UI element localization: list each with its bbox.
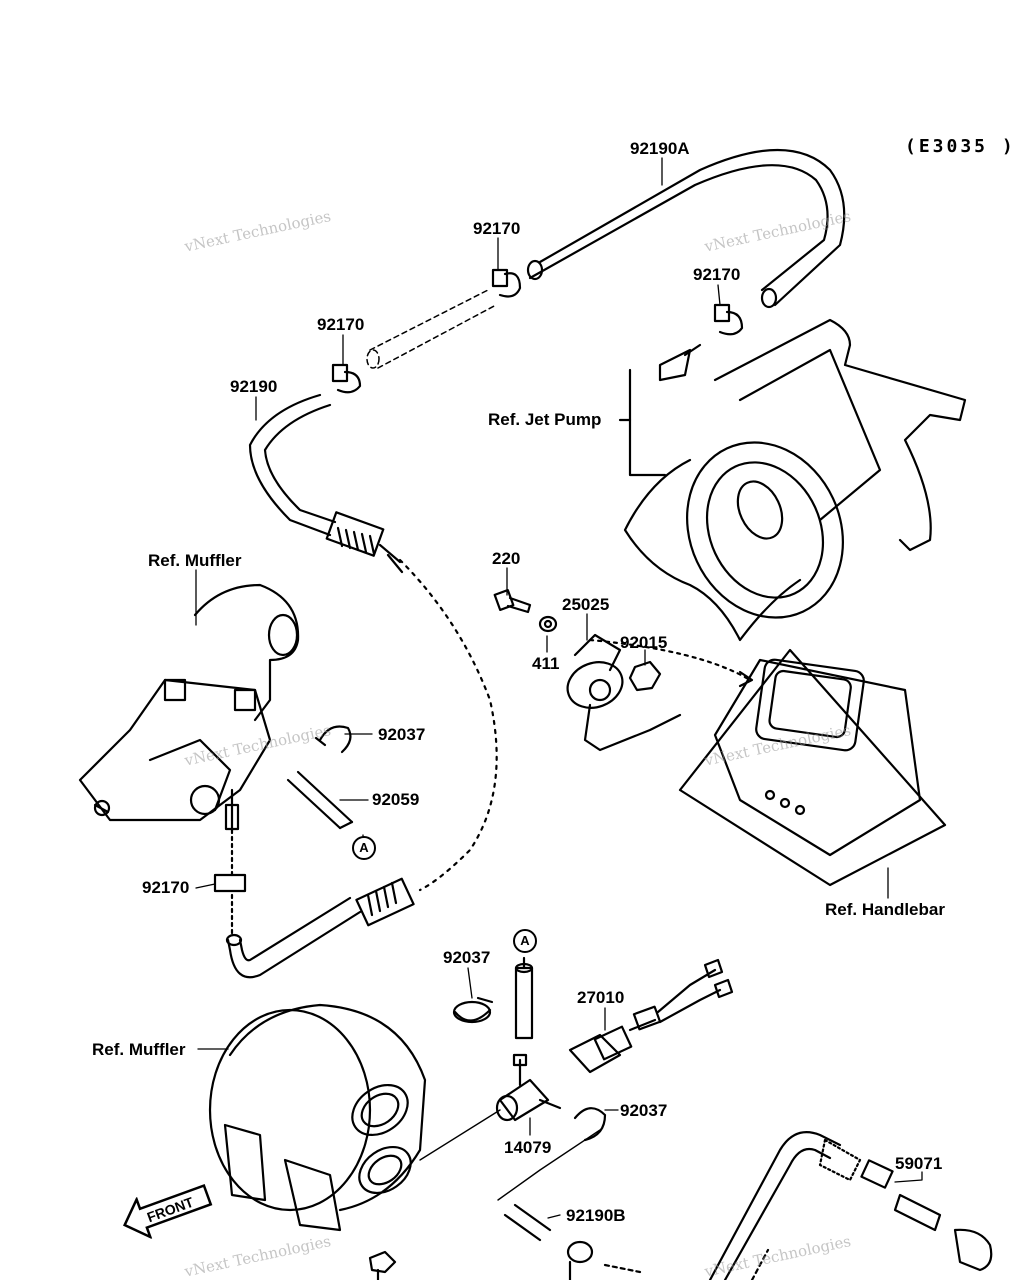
label-ref-muffler-lower: Ref. Muffler [92,1040,186,1059]
clamp-92170-right [713,303,744,336]
pipe-59071 [708,1131,993,1280]
label-59071: 59071 [895,1154,943,1173]
label-92170-left: 92170 [317,315,365,334]
clamp-92170-left [331,363,362,394]
hose-92190 [225,393,498,979]
callout-a-upper: A [352,836,376,860]
clamp-92037-middle [452,996,494,1024]
diagram-code: (E3035 ) [905,136,1016,157]
muffler-upper [78,583,300,832]
label-92037-middle: 92037 [443,948,491,967]
tube-92059 [286,770,354,830]
jet-pump [618,318,967,642]
label-27010: 27010 [577,988,625,1007]
label-ref-handlebar: Ref. Handlebar [825,900,945,919]
label-220: 220 [492,549,521,568]
label-92015: 92015 [620,633,668,652]
hose-92190a [526,149,846,309]
label-92170-lower: 92170 [142,878,190,897]
label-411: 411 [532,654,560,673]
handlebar-base [588,638,947,887]
clamp-92170-top [491,268,522,298]
label-92190: 92190 [230,377,278,396]
leader-lines [195,157,923,1219]
callout-a-lower: A [513,929,537,953]
label-ref-jet-pump: Ref. Jet Pump [488,410,602,429]
muffler-lower [208,1003,427,1232]
clamp-92170-lower [213,828,247,937]
clamp-92037-upper [314,725,352,754]
label-92037-lower: 92037 [620,1101,668,1120]
bolt-220 [493,588,532,614]
label-ref-muffler-upper: Ref. Muffler [148,551,242,570]
label-92170-top: 92170 [473,219,521,238]
fitting-14079 [419,1053,562,1161]
clamp-92037-lower [573,1107,607,1142]
sender-27010 [568,958,734,1074]
label-92190b: 92190B [566,1206,626,1225]
nut-92015 [628,660,662,692]
front-arrow-icon: FRONT [122,1183,213,1240]
tube-a [514,956,534,1040]
label-92037-upper: 92037 [378,725,426,744]
label-25025: 25025 [562,595,610,614]
label-92190a: 92190A [630,139,690,158]
label-92059: 92059 [372,790,420,809]
tube-92190b [497,1129,601,1242]
label-14079: 14079 [504,1138,552,1157]
label-92170-right: 92170 [693,265,741,284]
washer-411 [538,615,558,633]
sensor-25025 [566,633,682,752]
hose-dashed-top [366,289,497,369]
bolt-bottom [368,1240,642,1280]
